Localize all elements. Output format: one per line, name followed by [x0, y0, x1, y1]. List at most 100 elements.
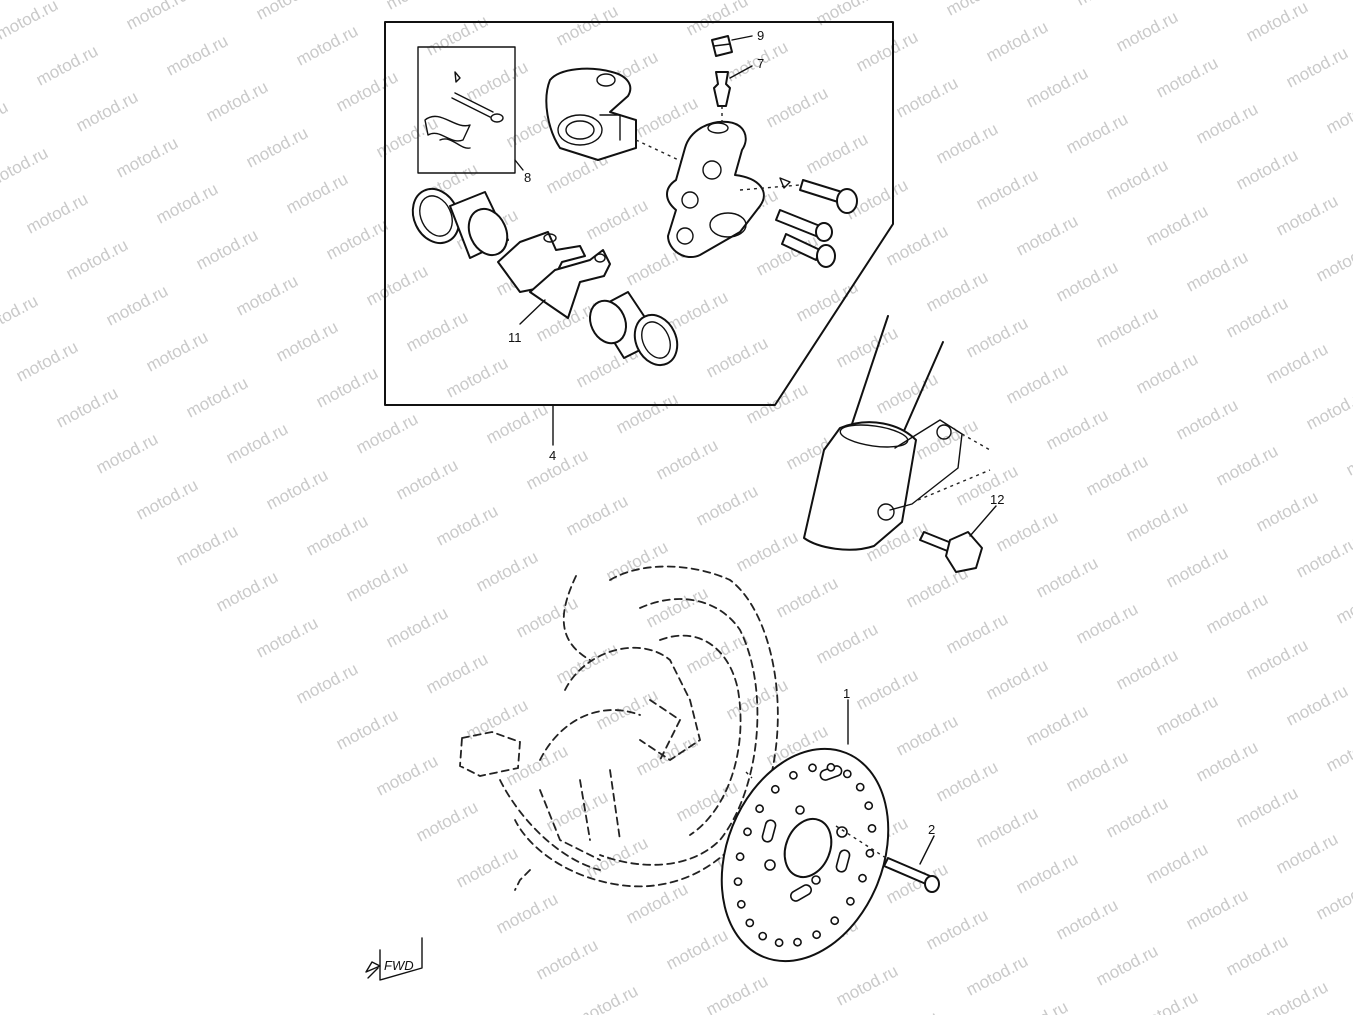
watermark-text: motod.ru — [1263, 977, 1331, 1015]
disc-drill-hole — [743, 827, 752, 837]
watermark-text: motod.ru — [283, 169, 351, 217]
watermark-text: motod.ru — [1323, 89, 1353, 137]
watermark-text: motod.ru — [1293, 533, 1353, 581]
watermark-text: motod.ru — [933, 757, 1001, 805]
callout-leader-7 — [729, 65, 753, 79]
watermark-text: motod.ru — [13, 337, 81, 385]
watermark-text: motod.ru — [153, 179, 221, 227]
watermark-text: motod.ru — [53, 383, 121, 431]
watermark-text: motod.ru — [183, 373, 251, 421]
watermark-text: motod.ru — [1273, 191, 1341, 239]
watermark-text: motod.ru — [1033, 553, 1101, 601]
watermark-text: motod.ru — [1283, 43, 1351, 91]
watermark-text: motod.ru — [773, 573, 841, 621]
watermark-text: motod.ru — [813, 0, 881, 30]
watermark-text: motod.ru — [1303, 385, 1353, 433]
disc-drill-hole — [858, 873, 867, 883]
watermark-text: motod.ru — [983, 17, 1051, 65]
watermark-text: motod.ru — [63, 235, 131, 283]
watermark-text: motod.ru — [513, 0, 581, 4]
watermark-text: motod.ru — [943, 0, 1011, 20]
watermark-text: motod.ru — [1013, 849, 1081, 897]
watermark-text: motod.ru — [1173, 395, 1241, 443]
watermark-text: motod.ru — [313, 363, 381, 411]
watermark-text: motod.ru — [1113, 7, 1181, 55]
watermark-text: motod.ru — [1163, 543, 1231, 591]
watermark-text: motod.ru — [763, 83, 831, 131]
watermark-text: motod.ru — [1233, 783, 1301, 831]
watermark-text: motod.ru — [893, 73, 961, 121]
watermark-text: motod.ru — [273, 317, 341, 365]
watermark-text: motod.ru — [553, 1, 621, 49]
disc-drill-hole — [826, 762, 836, 772]
watermark-text: motod.ru — [1043, 405, 1111, 453]
watermark-text: motod.ru — [853, 665, 921, 713]
watermark-text: motod.ru — [333, 705, 401, 753]
watermark-text: motod.ru — [293, 659, 361, 707]
callout-leader-9 — [731, 35, 753, 41]
watermark-text: motod.ru — [1083, 451, 1151, 499]
watermark-text: motod.ru — [673, 777, 741, 825]
watermark-text: motod.ru — [663, 925, 731, 973]
front-fork-leg — [803, 315, 991, 551]
disc-drill-hole — [808, 763, 817, 773]
watermark-text: motod.ru — [453, 843, 521, 891]
fwd-label: FWD — [384, 958, 414, 973]
watermark-text: motod.ru — [1223, 293, 1291, 341]
callout-7: 7 — [757, 56, 764, 71]
disc-drill-hole — [842, 769, 852, 779]
watermark-text: motod.ru — [393, 455, 461, 503]
watermark-text: motod.ru — [0, 143, 51, 191]
watermark-text: motod.ru — [1333, 579, 1353, 627]
watermark-text: motod.ru — [383, 603, 451, 651]
callout-9: 9 — [757, 28, 764, 43]
watermark-text: motod.ru — [913, 415, 981, 463]
watermark-text: motod.ru — [973, 803, 1041, 851]
watermark-text: motod.ru — [1073, 599, 1141, 647]
watermark-text: motod.ru — [1003, 359, 1071, 407]
watermark-text: motod.ru — [593, 685, 661, 733]
watermark-text: motod.ru — [93, 429, 161, 477]
callout-8: 8 — [524, 170, 531, 185]
watermark-text: motod.ru — [1143, 201, 1211, 249]
brake-disc — [720, 747, 890, 963]
watermark-text: motod.ru — [803, 129, 871, 177]
watermark-text: motod.ru — [683, 0, 751, 40]
watermark-text: motod.ru — [383, 0, 451, 14]
watermark-text: motod.ru — [143, 327, 211, 375]
watermark-text: motod.ru — [1193, 737, 1261, 785]
caliper-body — [666, 120, 801, 258]
caliper-bracket — [545, 67, 701, 171]
watermark-text: motod.ru — [693, 481, 761, 529]
watermark-text: motod.ru — [1073, 0, 1141, 10]
bleed-screw — [713, 71, 731, 122]
watermark-text: motod.ru — [323, 215, 391, 263]
watermark-text: motod.ru — [1263, 339, 1331, 387]
watermark-text: motod.ru — [963, 313, 1031, 361]
watermark-text: motod.ru — [1123, 497, 1191, 545]
watermark-text: motod.ru — [243, 123, 311, 171]
pad-pin — [424, 71, 504, 149]
watermark-text: motod.ru — [793, 277, 861, 325]
watermark-text: motod.ru — [0, 291, 41, 339]
watermark-text: motod.ru — [293, 21, 361, 69]
watermark-text: motod.ru — [733, 527, 801, 575]
watermark-text: motod.ru — [1013, 211, 1081, 259]
watermark-text: motod.ru — [23, 189, 91, 237]
watermark-text: motod.ru — [1103, 793, 1171, 841]
watermark-text: motod.ru — [1183, 885, 1251, 933]
watermark-text: motod.ru — [123, 0, 191, 34]
watermark-text: motod.ru — [923, 905, 991, 953]
watermark-text: motod.ru — [33, 41, 101, 89]
caliper-bolt-lower — [781, 233, 836, 268]
disc-drill-hole — [855, 782, 865, 792]
disc-drill-hole — [846, 896, 855, 906]
watermark-text: motod.ru — [633, 93, 701, 141]
watermark-text: motod.ru — [403, 307, 471, 355]
watermark-text: motod.ru — [1283, 681, 1351, 729]
watermark-text: motod.ru — [1063, 747, 1131, 795]
watermark-text: motod.ru — [993, 507, 1061, 555]
callout-11: 11 — [508, 330, 522, 345]
watermark-text: motod.ru — [133, 475, 201, 523]
wheel-hub-outline — [459, 565, 779, 891]
